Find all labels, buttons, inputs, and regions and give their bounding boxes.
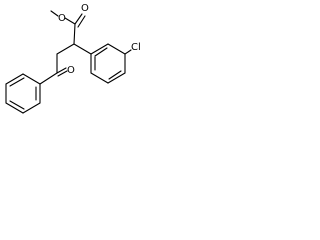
bond-ester-carbonyl-2 [77, 15, 86, 28]
bond-methyl-o [50, 10, 59, 17]
bond-ketone-carbonyl-2 [57, 70, 68, 77]
chlorophenyl-ring [90, 43, 126, 84]
chemical-structure-diagram: O O O Cl [5, 3, 141, 114]
bond-alpha-aryl [73, 43, 92, 55]
bond-ketone-carbonyl-1 [56, 67, 67, 74]
bond-alpha-ch2 [56, 43, 75, 55]
atom-label-ester-carbonyl-oxygen: O [81, 3, 89, 14]
phenyl-ring [5, 73, 41, 114]
bond-ketone-phenyl [39, 72, 58, 85]
atom-label-ether-oxygen: O [58, 13, 66, 24]
atom-label-ketone-oxygen: O [67, 65, 75, 76]
bond-o-ester-carbon [64, 17, 76, 25]
atom-label-chlorine: Cl [131, 42, 141, 53]
bond-ring-chlorine [124, 49, 132, 55]
bond-ester-alpha [73, 23, 76, 45]
bond-ester-carbonyl-1 [74, 13, 83, 25]
